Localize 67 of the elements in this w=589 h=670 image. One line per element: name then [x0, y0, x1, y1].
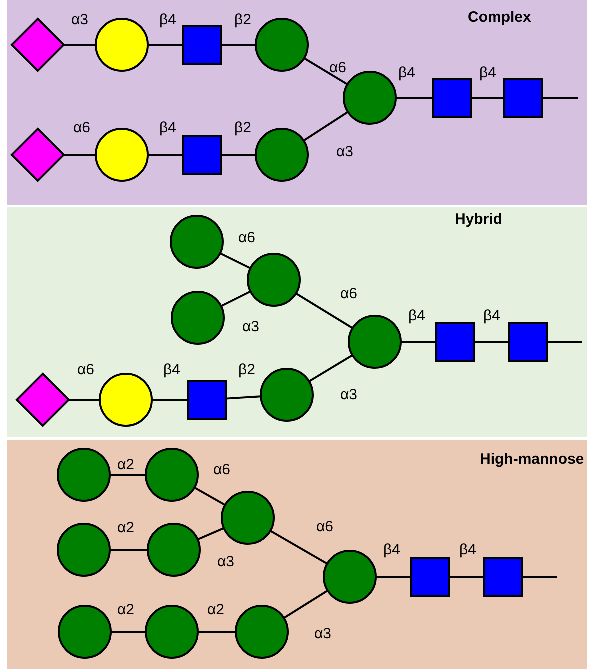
- linkage-line: [194, 486, 226, 506]
- linkage-line: [401, 341, 436, 343]
- linkage-line: [198, 631, 236, 633]
- linkage-label: α2: [118, 602, 134, 618]
- panel-background: [7, 207, 587, 437]
- linkage-label: α6: [214, 462, 230, 478]
- linkage-label: α6: [340, 286, 358, 302]
- linkage-label: β4: [164, 362, 180, 378]
- linkage-label: β4: [398, 66, 416, 80]
- linkage-label: β4: [460, 542, 476, 558]
- linkage-line: [376, 576, 411, 578]
- linkage-line: [69, 399, 100, 401]
- linkage-line: [197, 527, 225, 541]
- linkage-label: β4: [384, 542, 400, 558]
- linkage-line: [542, 97, 578, 99]
- linkage-label: α6: [74, 120, 90, 136]
- linkage-label: β2: [238, 362, 256, 378]
- linkage-line: [111, 631, 146, 633]
- linkage-line: [270, 530, 328, 565]
- linkage-line: [221, 44, 256, 46]
- linkage-line: [148, 154, 183, 156]
- linkage-line: [110, 474, 146, 476]
- linkage-label: α3: [72, 12, 88, 28]
- panel-title: High-mannose: [480, 451, 584, 468]
- linkage-line: [471, 97, 504, 99]
- linkage-label: α6: [238, 230, 256, 246]
- linkage-label: β4: [408, 308, 426, 324]
- linkage-label: α2: [118, 520, 134, 536]
- linkage-line: [449, 576, 484, 578]
- linkage-line: [547, 341, 582, 343]
- linkage-label: α6: [330, 60, 346, 76]
- linkage-line: [522, 576, 557, 578]
- linkage-line: [303, 111, 349, 142]
- linkage-label: α3: [314, 626, 332, 642]
- linkage-line: [308, 354, 354, 382]
- linkage-label: α3: [340, 388, 358, 402]
- linkage-label: α3: [336, 144, 354, 160]
- linkage-label: α6: [316, 520, 334, 534]
- linkage-line: [304, 58, 348, 86]
- linkage-line: [148, 44, 183, 46]
- linkage-label: β4: [160, 120, 176, 136]
- linkage-line: [221, 154, 256, 156]
- linkage-label: β4: [484, 308, 500, 324]
- linkage-label: α2: [208, 602, 224, 618]
- linkage-label: α3: [242, 320, 260, 334]
- panel-background: [7, 440, 587, 669]
- linkage-line: [64, 44, 96, 46]
- linkage-line: [226, 396, 262, 400]
- panel-background: [7, 0, 587, 205]
- linkage-line: [220, 290, 252, 308]
- panel-title: Hybrid: [455, 211, 503, 228]
- linkage-line: [474, 341, 509, 343]
- linkage-label: α2: [118, 458, 134, 472]
- linkage-line: [152, 399, 188, 401]
- linkage-line: [396, 97, 433, 99]
- linkage-line: [64, 154, 96, 156]
- linkage-label: α6: [78, 362, 94, 378]
- linkage-line: [284, 590, 328, 620]
- linkage-line: [296, 292, 354, 330]
- linkage-label: β4: [480, 66, 496, 80]
- linkage-line: [110, 549, 148, 551]
- linkage-line: [220, 252, 252, 270]
- linkage-label: β2: [234, 120, 252, 136]
- linkage-label: β2: [234, 12, 252, 28]
- linkage-label: α3: [218, 554, 234, 570]
- panel-title: Complex: [468, 9, 532, 26]
- linkage-label: β4: [160, 12, 176, 28]
